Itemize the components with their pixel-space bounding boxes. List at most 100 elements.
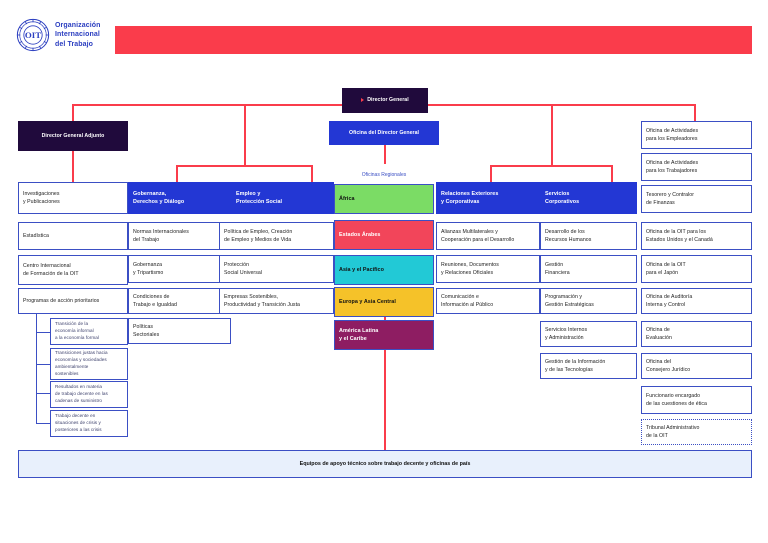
right-item-0[interactable]: Tesorero y Contralor de Finanzas	[641, 185, 752, 213]
connector-v-research	[72, 148, 74, 182]
col-corporate-item-4[interactable]: Gestión de la Información y de las Tecno…	[540, 353, 637, 379]
connector-h-sub-0	[36, 332, 50, 333]
svg-text:OIT: OIT	[25, 30, 41, 40]
col-governance-item-2-label: Condiciones de Trabajo e Igualdad	[133, 293, 177, 308]
right-item-6[interactable]: Funcionario encargado de las cuestiones …	[641, 386, 752, 414]
right-top-item-1[interactable]: Oficina de Actividades para los Trabajad…	[641, 153, 752, 181]
col-external-item-1-label: Reuniones, Documentos y Relaciones Ofici…	[441, 261, 499, 276]
col-corporate-item-0[interactable]: Desarrollo de los Recursos Humanos	[540, 222, 637, 250]
connector-h-sub-3	[36, 423, 50, 424]
col-external-head-label: Relaciones Exteriores y Corporativas	[441, 190, 499, 205]
right-item-2-label: Oficina de la OIT para el Japón	[646, 261, 686, 276]
right-item-4[interactable]: Oficina de Evaluación	[641, 321, 752, 347]
col-governance-item-0[interactable]: Normas Internacionales del Trabajo	[128, 222, 231, 250]
col-employment-item-1-label: Protección Social Universal	[224, 261, 262, 276]
region-box-africa[interactable]: África	[334, 184, 434, 214]
col-governance-item-3[interactable]: Políticas Sectoriales	[128, 318, 231, 344]
deputy-director-general-box[interactable]: Director General Adjunto	[18, 121, 128, 151]
col-research-item-2[interactable]: Centro Internacional de Formación de la …	[18, 255, 128, 285]
col-governance-item-2[interactable]: Condiciones de Trabajo e Igualdad	[128, 288, 231, 314]
header-red-bar	[115, 26, 752, 54]
deputy-director-general-label: Director General Adjunto	[41, 132, 105, 139]
right-item-4-label: Oficina de Evaluación	[646, 326, 672, 341]
col-external-item-0[interactable]: Alianzas Multilaterales y Cooperación pa…	[436, 222, 540, 250]
connector-v-dga	[72, 104, 74, 122]
arrow-icon	[361, 98, 365, 103]
right-item-tribunal-label: Tribunal Administrativo de la OIT	[646, 424, 700, 439]
col-research-subitem-2-label: Resultados en materia de trabajo decente…	[55, 384, 108, 403]
connector-v-gov	[176, 165, 178, 182]
col-corporate-item-2[interactable]: Programación y Gestión Estratégicas	[540, 288, 637, 314]
col-research-item-0[interactable]: Investigaciones y Publicaciones	[18, 182, 128, 214]
col-external-head[interactable]: Relaciones Exteriores y Corporativas	[436, 182, 540, 214]
col-governance-item-3-label: Políticas Sectoriales	[133, 323, 160, 338]
region-box-america-latina-caribe-label: América Latina y el Caribe	[339, 327, 379, 342]
col-research-subitem-3-label: Trabajo decente en situaciones de crisis…	[55, 413, 102, 432]
col-external-item-2[interactable]: Comunicación e Información al Público	[436, 288, 540, 314]
logo-line-3: del Trabajo	[55, 40, 94, 48]
col-employment-item-2-label: Empresas Sostenibles, Productividad y Tr…	[224, 293, 300, 308]
col-governance-head-label: Gobernanza, Derechos y Diálogo	[133, 190, 185, 205]
right-item-0-label: Tesorero y Contralor de Finanzas	[646, 191, 694, 206]
col-governance-item-0-label: Normas Internacionales del Trabajo	[133, 228, 189, 243]
footer-label: Equipos de apoyo técnico sobre trabajo d…	[299, 461, 471, 467]
logo-line-1: Organización	[55, 22, 101, 30]
col-research-subitem-3[interactable]: Trabajo decente en situaciones de crisis…	[50, 410, 128, 437]
right-item-tribunal[interactable]: Tribunal Administrativo de la OIT	[641, 419, 752, 445]
connector-v-regions	[384, 142, 386, 164]
region-box-africa-label: África	[339, 195, 355, 202]
col-research-subitem-1[interactable]: Transiciones justas hacia economías y so…	[50, 348, 128, 380]
col-corporate-item-0-label: Desarrollo de los Recursos Humanos	[545, 228, 592, 243]
col-research-subitem-0[interactable]: Transición de la economía informal a la …	[50, 318, 128, 345]
office-director-general-box[interactable]: Oficina del Director General	[329, 121, 439, 145]
col-employment-item-2[interactable]: Empresas Sostenibles, Productividad y Tr…	[219, 288, 334, 314]
col-governance-head[interactable]: Gobernanza, Derechos y Diálogo	[128, 182, 231, 214]
region-box-estados-arabes[interactable]: Estados Árabes	[334, 220, 434, 250]
footer-bar[interactable]: Equipos de apoyo técnico sobre trabajo d…	[18, 450, 752, 478]
connector-h-sub-1	[36, 364, 50, 365]
col-research-item-1[interactable]: Estadística	[18, 222, 128, 250]
col-employment-item-0[interactable]: Política de Empleo, Creación de Empleo y…	[219, 222, 334, 250]
col-corporate-item-3-label: Servicios Internos y Administración	[545, 326, 588, 341]
col-employment-item-1[interactable]: Protección Social Universal	[219, 255, 334, 283]
connector-v-ext	[490, 165, 492, 182]
col-research-subitem-0-label: Transición de la economía informal a la …	[55, 321, 99, 340]
col-employment-head-label: Empleo y Protección Social	[236, 190, 283, 205]
connector-h-right	[490, 165, 612, 167]
col-research-item-3-label: Programas de acción prioritarios	[23, 297, 100, 304]
col-corporate-head-label: Servicios Corporativos	[545, 190, 580, 205]
region-box-asia-pacifico[interactable]: Asia y el Pacífico	[334, 255, 434, 285]
right-top-item-1-label: Oficina de Actividades para los Trabajad…	[646, 159, 699, 174]
region-box-america-latina-caribe[interactable]: América Latina y el Caribe	[334, 320, 434, 350]
connector-dg-right	[428, 104, 694, 106]
director-general-box[interactable]: Director General	[342, 88, 428, 113]
director-general-label: Director General	[367, 97, 409, 104]
col-research-item-0-label: Investigaciones y Publicaciones	[23, 190, 60, 205]
right-item-1-label: Oficina de la OIT para los Estados Unido…	[646, 228, 713, 243]
office-director-general-label: Oficina del Director General	[348, 129, 419, 136]
connector-v-emp	[311, 165, 313, 182]
col-external-item-1[interactable]: Reuniones, Documentos y Relaciones Ofici…	[436, 255, 540, 283]
logo-wordmark: Organización Internacional del Trabajo	[55, 21, 101, 48]
col-governance-item-1[interactable]: Gobernanza y Tripartismo	[128, 255, 231, 283]
col-corporate-item-2-label: Programación y Gestión Estratégicas	[545, 293, 594, 308]
col-external-item-2-label: Comunicación e Información al Público	[441, 293, 494, 308]
right-item-1[interactable]: Oficina de la OIT para los Estados Unido…	[641, 222, 752, 250]
col-corporate-item-1[interactable]: Gestión Financiera	[540, 255, 637, 283]
connector-v-subitems	[36, 314, 37, 424]
col-employment-head[interactable]: Empleo y Protección Social	[231, 182, 334, 214]
connector-dg-left	[72, 104, 342, 106]
region-box-europa-asia-central[interactable]: Europa y Asia Central	[334, 287, 434, 317]
right-top-item-0[interactable]: Oficina de Actividades para los Empleado…	[641, 121, 752, 149]
right-item-3[interactable]: Oficina de Auditoría Interna y Control	[641, 288, 752, 314]
col-corporate-item-4-label: Gestión de la Información y de las Tecno…	[545, 358, 606, 373]
col-research-subitem-2[interactable]: Resultados en materia de trabajo decente…	[50, 381, 128, 408]
right-item-6-label: Funcionario encargado de las cuestiones …	[646, 392, 707, 407]
right-item-2[interactable]: Oficina de la OIT para el Japón	[641, 255, 752, 283]
col-corporate-head[interactable]: Servicios Corporativos	[540, 182, 637, 214]
col-corporate-item-3[interactable]: Servicios Internos y Administración	[540, 321, 637, 347]
connector-h-sub-2	[36, 393, 50, 394]
col-research-item-3[interactable]: Programas de acción prioritarios	[18, 288, 128, 314]
right-item-5[interactable]: Oficina del Consejero Jurídico	[641, 353, 752, 379]
